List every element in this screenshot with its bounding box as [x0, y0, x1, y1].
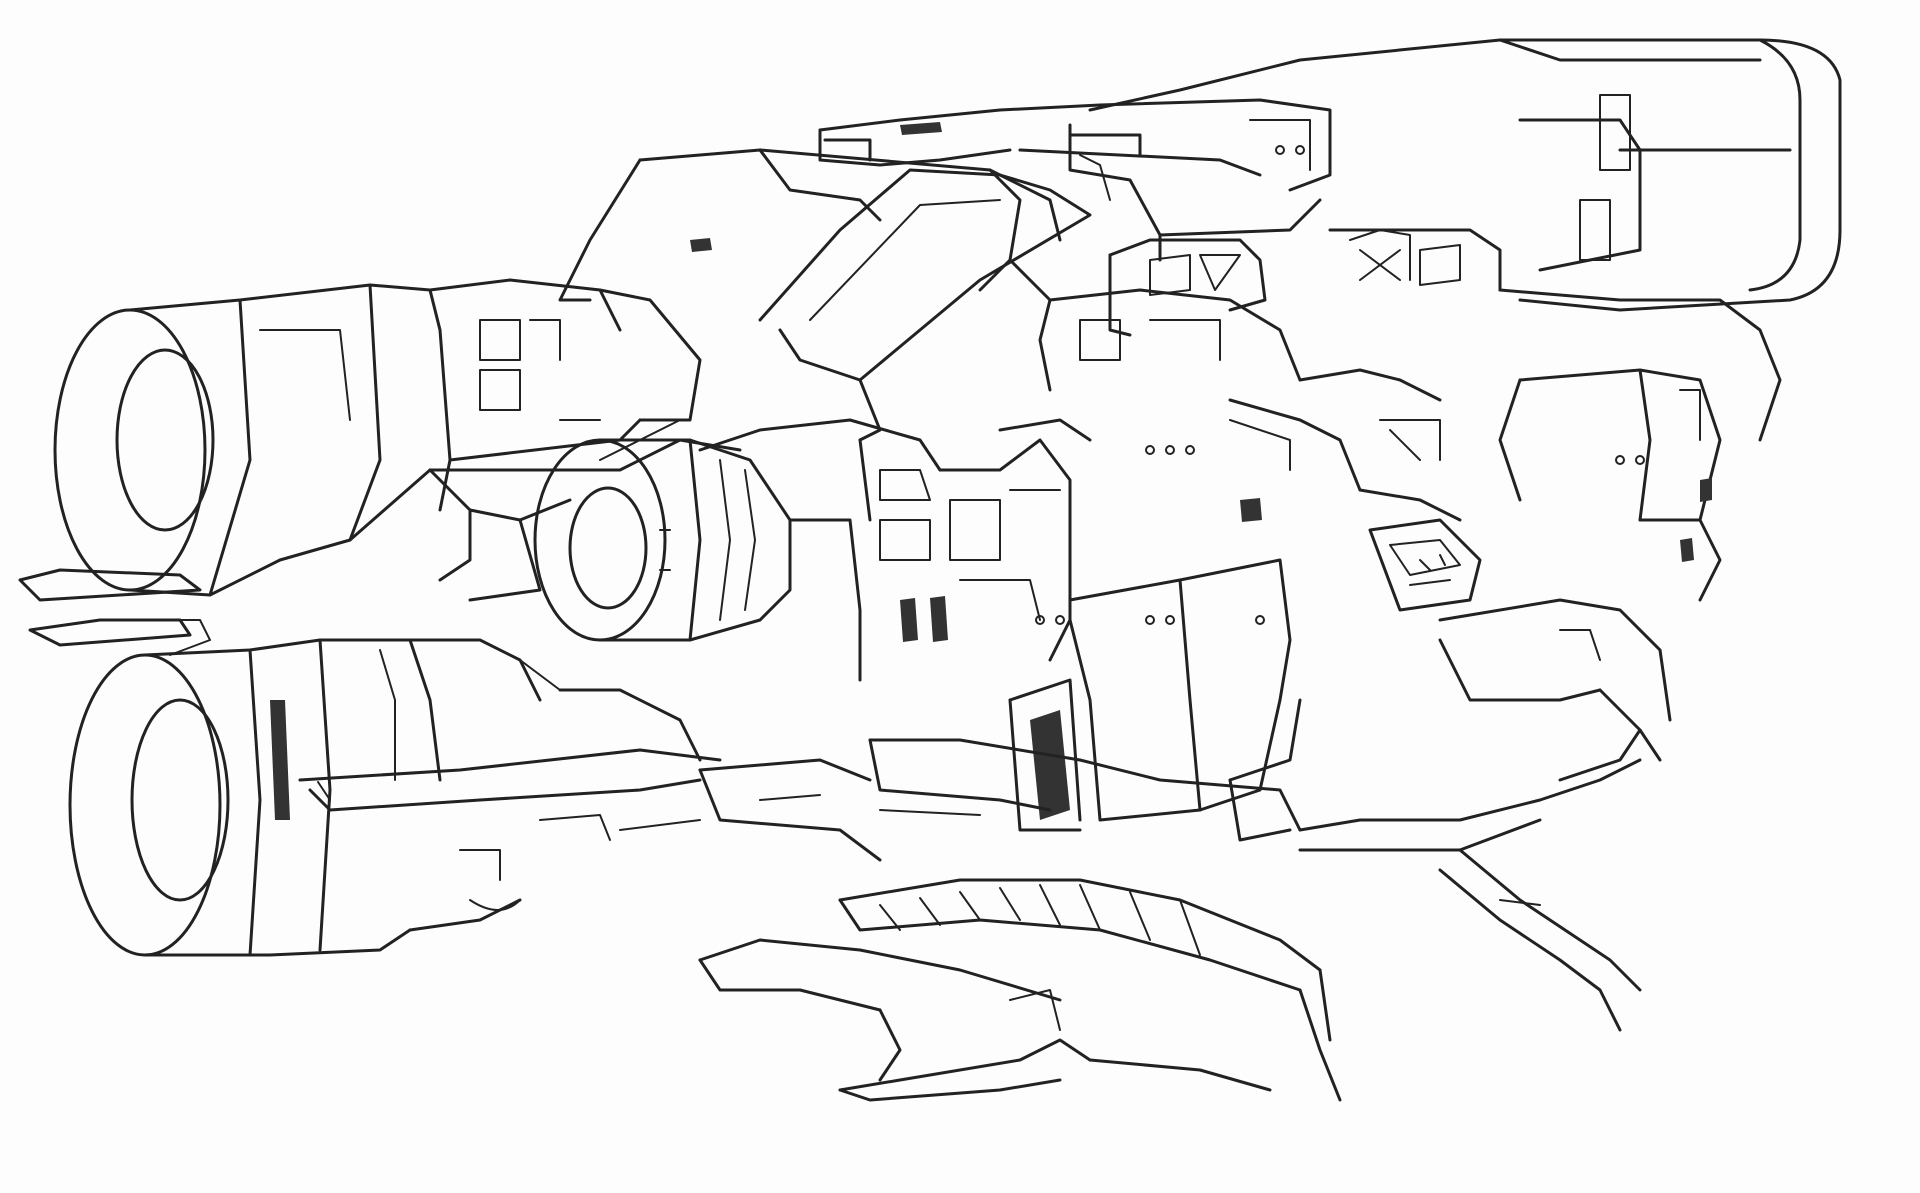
lower-right-blade [1298, 758, 1642, 1032]
middle-mechanical-frame [1038, 288, 1462, 522]
upper-rear-housing [1088, 38, 1842, 312]
lower-shield-plate [698, 738, 1302, 862]
bottom-left-hook [698, 938, 1062, 1082]
left-side-fins [18, 568, 211, 656]
dark-vent-accents [690, 122, 1694, 642]
bottom-blade-tip [838, 989, 1272, 1102]
upper-diagonal-arm [758, 168, 1092, 442]
bottom-ribbed-skirt [838, 878, 1342, 1102]
central-barrel-nozzle [533, 438, 792, 642]
side-armor-plate [1008, 558, 1302, 842]
upper-nozzle-bracket [348, 419, 742, 602]
lower-thruster-nozzle [68, 638, 542, 957]
side-vent-panel [1368, 518, 1482, 612]
upper-truss-frame [1108, 228, 1502, 337]
lower-side-rail [298, 659, 722, 841]
upper-thruster-nozzle [53, 278, 702, 597]
lower-right-fins [1438, 598, 1672, 782]
upper-barrel-rail [818, 98, 1332, 262]
detail-rivets [1035, 145, 1645, 625]
central-body [698, 418, 1092, 682]
right-side-block [1498, 288, 1782, 602]
